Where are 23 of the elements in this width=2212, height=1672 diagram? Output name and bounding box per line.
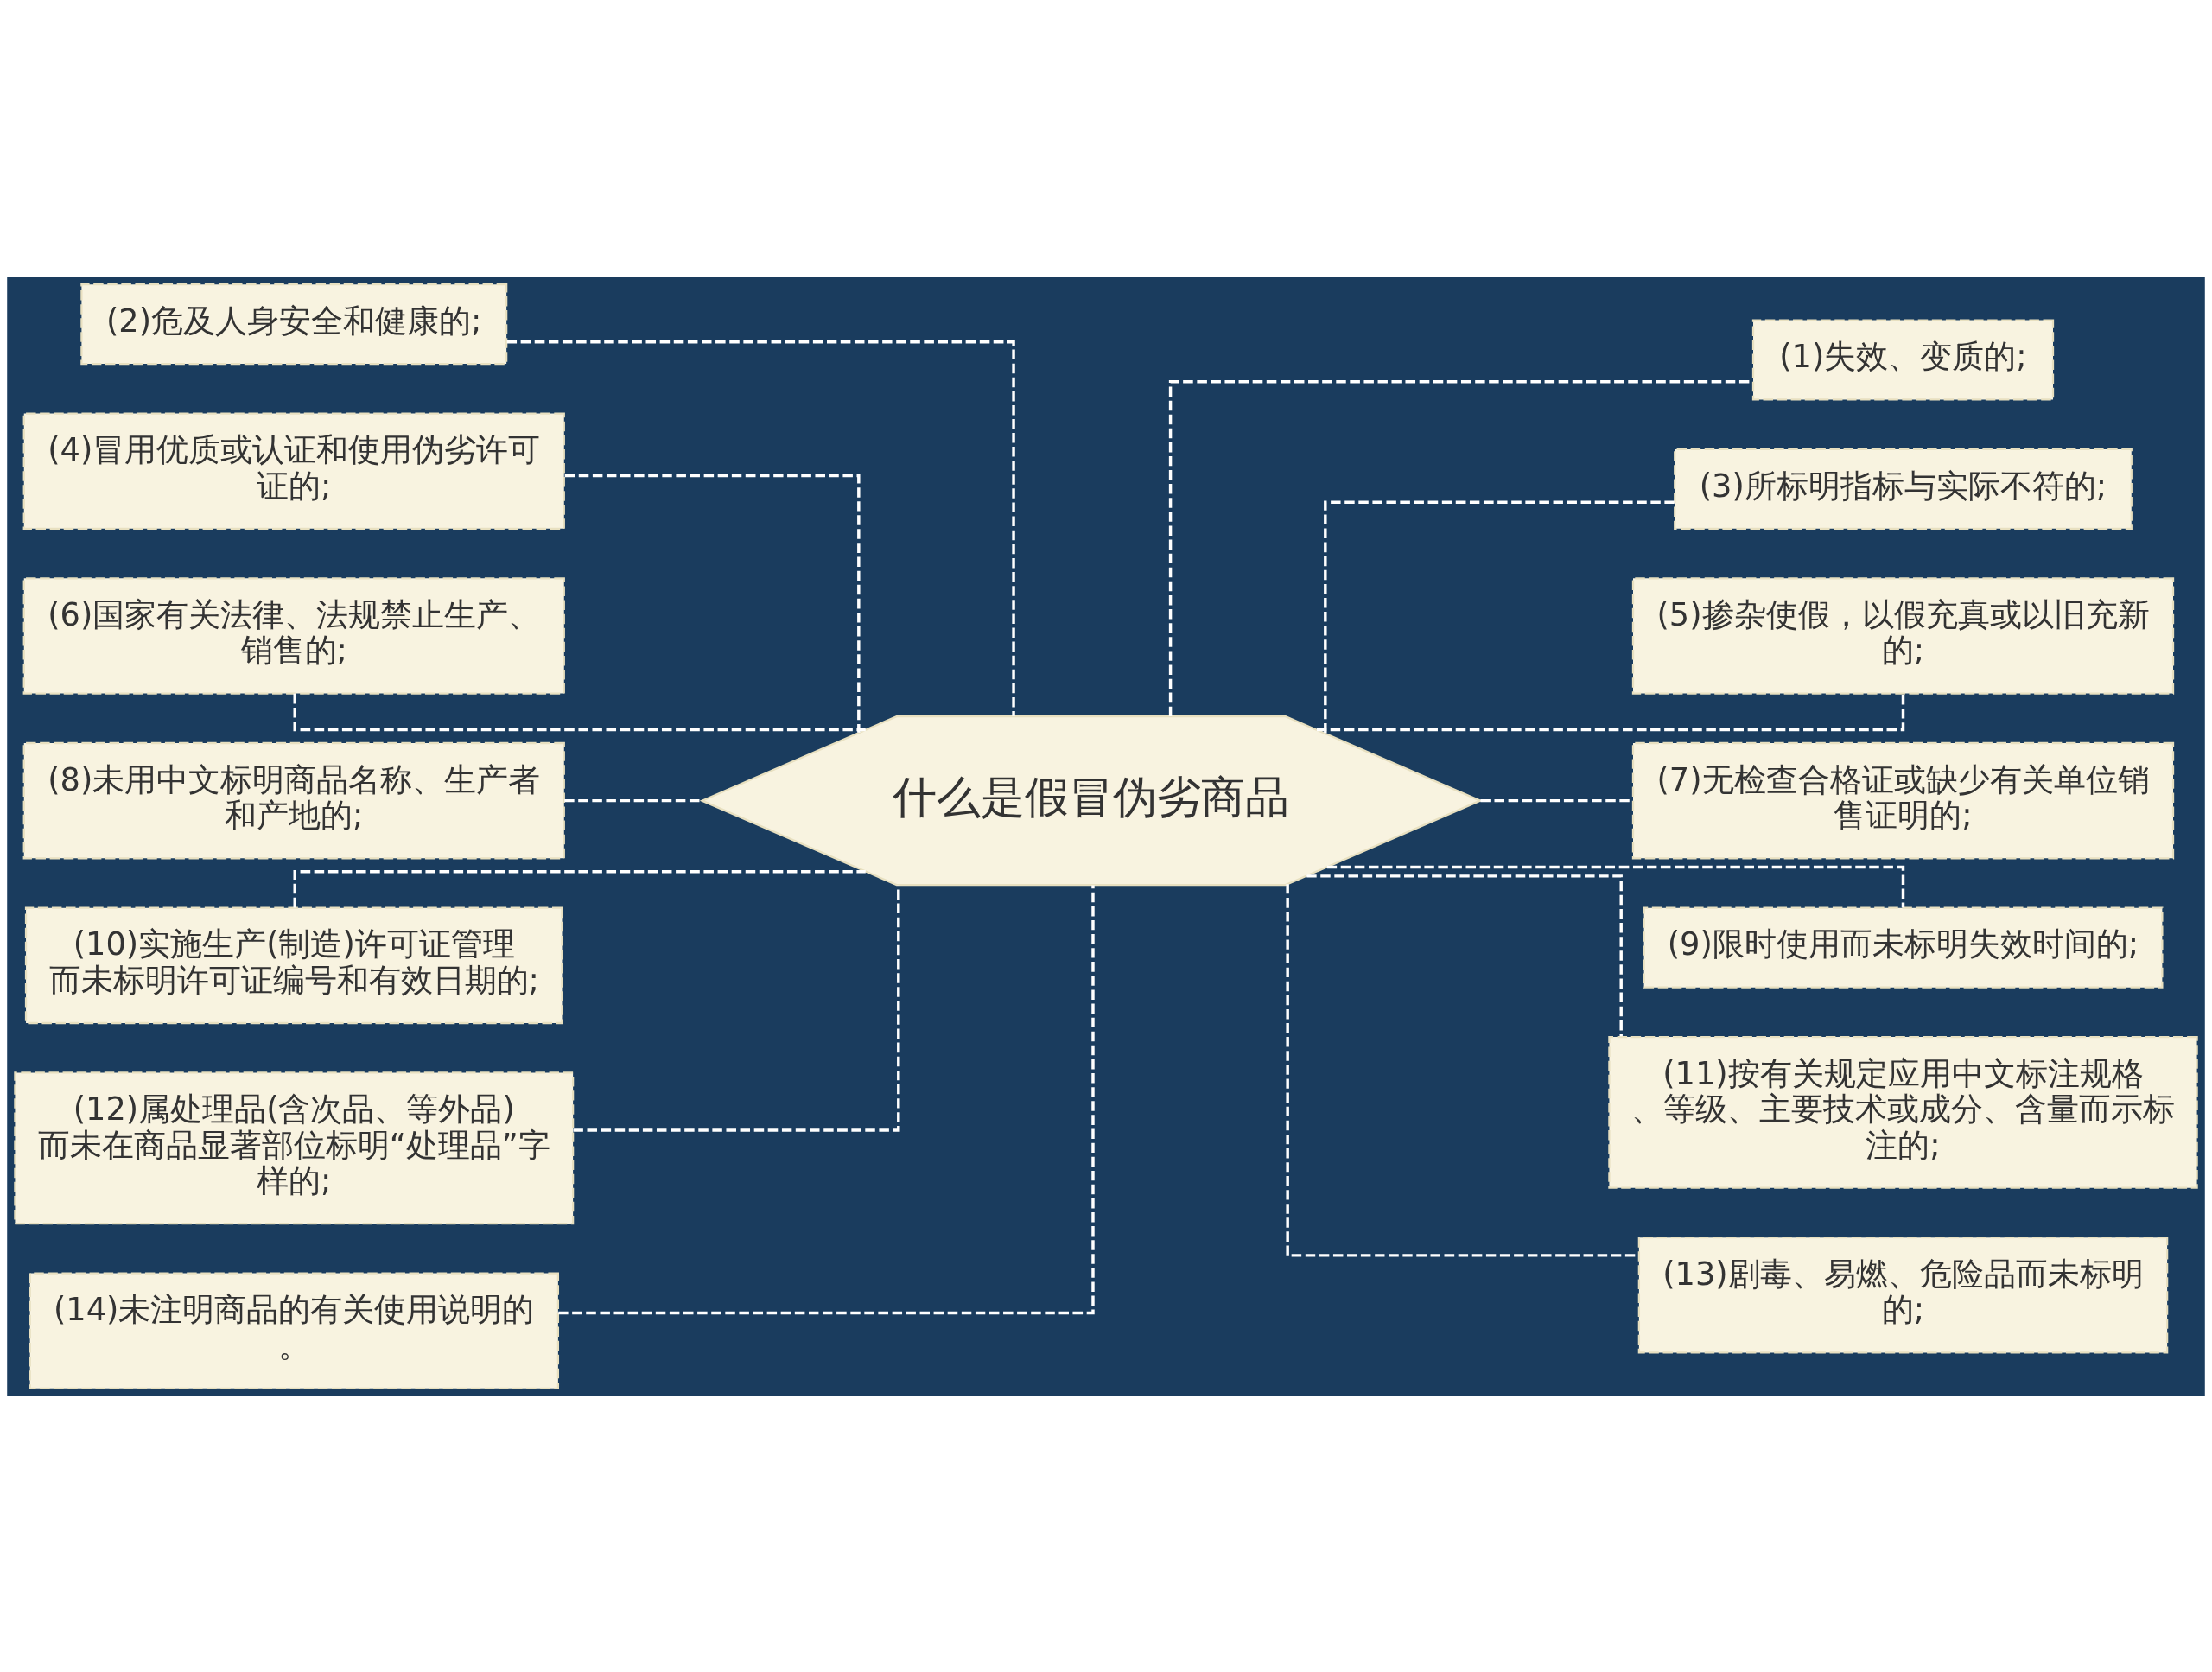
- connector: [1306, 874, 1623, 1036]
- connector: [564, 474, 861, 733]
- node-box: (2)危及人身安全和健康的;: [80, 283, 508, 365]
- node-box: (9)限时使用而未标明失效时间的;: [1643, 906, 2164, 989]
- connector: [1316, 693, 1905, 731]
- node-box: (1)失效、变质的;: [1751, 318, 2055, 401]
- connector: [558, 885, 1095, 1314]
- connector: [1326, 865, 1905, 907]
- connector: [1324, 499, 1675, 733]
- node-box: (5)掺杂使假，以假充真或以旧充新的;: [1631, 576, 2175, 695]
- node-box: (14)未注明商品的有关使用说明的。: [29, 1271, 560, 1389]
- node-box: (3)所标明指标与实际不符的;: [1674, 448, 2133, 530]
- node-box: (12)属处理品(含次品、等外品)而未在商品显著部位标明“处理品”字样的;: [14, 1071, 575, 1224]
- node-box: (8)未用中文标明商品名称、生产者和产地的;: [22, 741, 565, 859]
- node-box: (10)实施生产(制造)许可证管理而未标明许可证编号和有效日期的;: [24, 906, 563, 1024]
- node-box: (13)剧毒、易燃、危险品而未标明的;: [1637, 1236, 2169, 1354]
- connector: [293, 693, 866, 731]
- connector: [293, 869, 866, 907]
- connector: [506, 340, 1015, 716]
- node-box: (7)无检查合格证或缺少有关单位销售证明的;: [1631, 741, 2175, 859]
- node-box: (6)国家有关法律、法规禁止生产、销售的;: [22, 576, 565, 695]
- node-box: (4)冒用优质或认证和使用伪劣许可证的;: [22, 411, 565, 530]
- node-box: (11)按有关规定应用中文标注规格、等级、主要技术或成分、含量而示标注的;: [1608, 1035, 2198, 1189]
